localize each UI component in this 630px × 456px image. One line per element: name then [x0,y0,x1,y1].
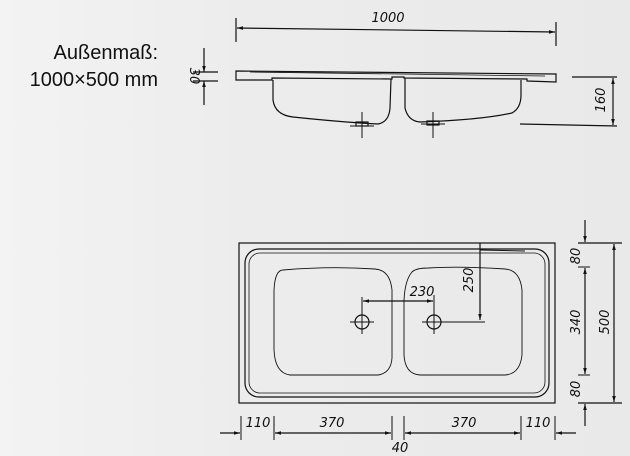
left-bowl [273,267,393,376]
depth-label: 160 [594,88,609,113]
width-dimension-line [236,26,556,34]
divider-width-label: 40 [392,441,409,456]
left-margin-label: 110 [246,416,271,431]
total-height-label: 500 [598,310,613,335]
caption-line-1: Außenmaß: [53,42,158,64]
drain-spacing-label: 230 [410,285,435,300]
top-view [220,220,622,440]
right-bowl [403,266,523,376]
bowl-height-label: 340 [569,310,584,335]
outer-outline [238,242,556,404]
right-bowl-profile [404,78,522,123]
rim-outline [244,248,550,398]
rim-height-label: 30 [186,68,201,85]
left-bowl-width-label: 370 [320,416,345,431]
drain-offset-label: 250 [462,268,477,293]
right-bowl-width-label: 370 [452,416,477,431]
outer-dimensions-caption: Außenmaß: 1000×500 mm [0,40,158,94]
left-bowl-profile [272,78,392,125]
right-margin-label: 110 [526,416,551,431]
sink-rim-profile [235,70,557,83]
caption-line-2: 1000×500 mm [29,69,158,91]
top-margin-label: 80 [569,248,584,265]
side-view [193,18,618,138]
bottom-margin-label: 80 [569,381,584,398]
width-dimension-label: 1000 [371,11,404,26]
